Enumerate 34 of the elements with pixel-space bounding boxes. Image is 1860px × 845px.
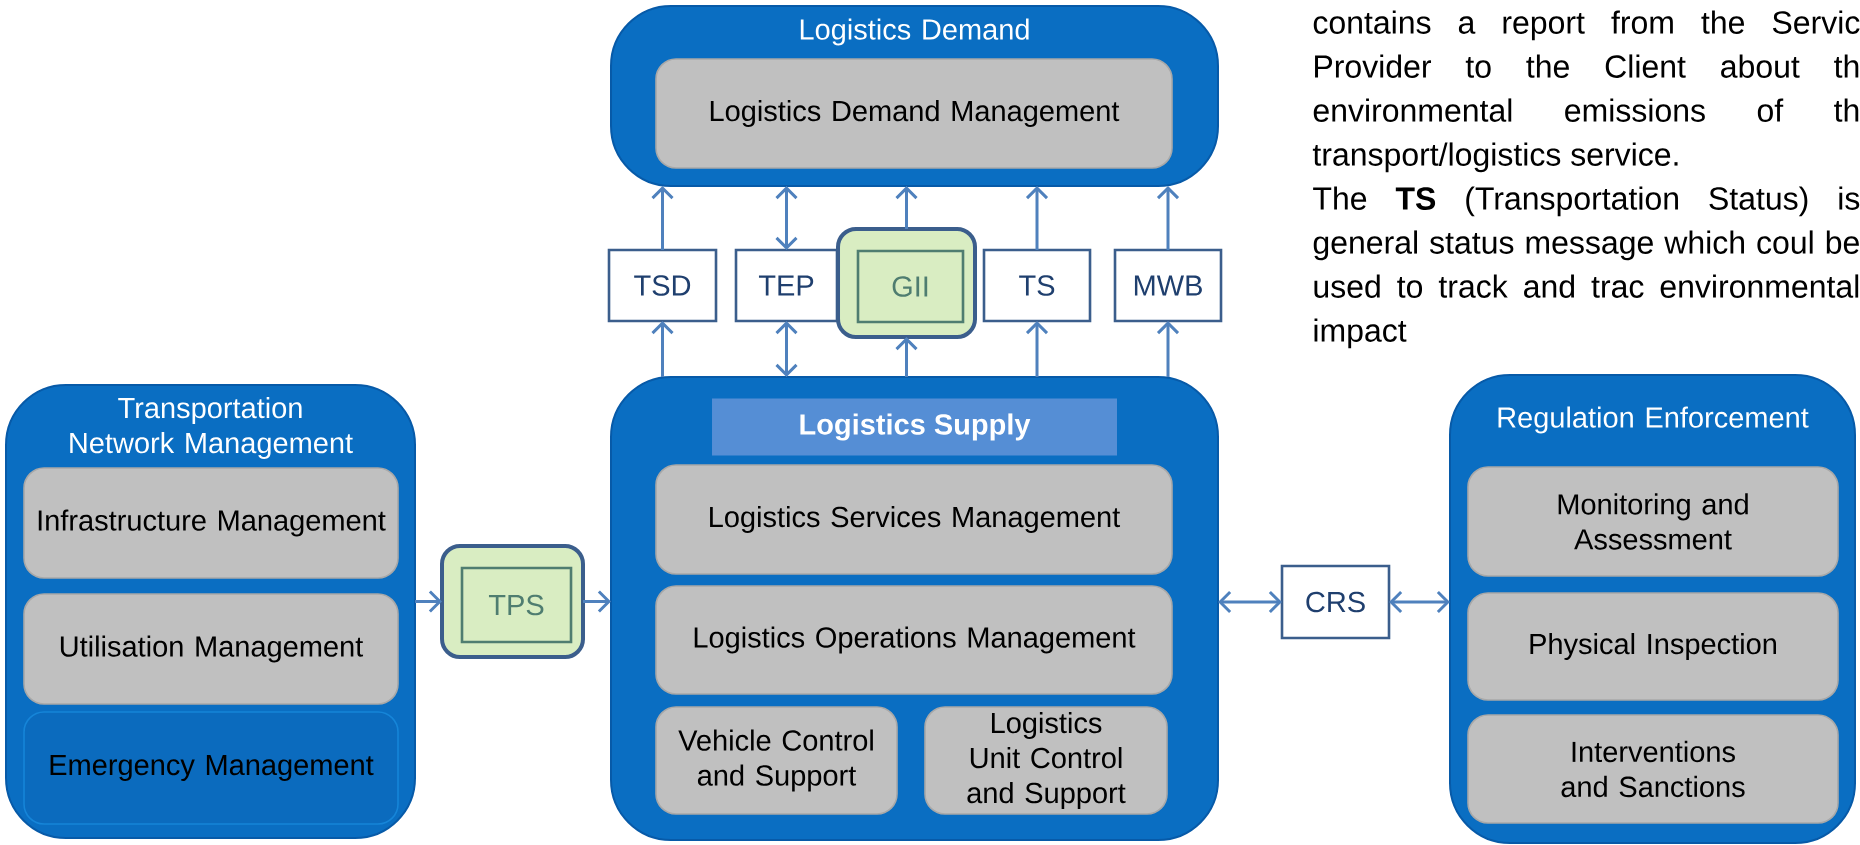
arrow [1218, 590, 1282, 614]
process-box: Physical Inspection [1467, 592, 1839, 701]
note-text: contains a report from the Servic Provider to the Client about th environmental emissions of th transport/logistics service. [1312, 10, 1860, 173]
arrow [651, 321, 674, 377]
arrow [1156, 321, 1180, 377]
arrow [775, 186, 798, 250]
arrow [651, 186, 674, 250]
highlighted-message-box: GII [836, 227, 977, 339]
message-box: MWB [1113, 248, 1223, 323]
message-box: TS [982, 248, 1092, 323]
arrow [775, 321, 798, 377]
process-box: Logistics Demand Management [655, 58, 1173, 169]
process-box: Monitoring and Assessment [1467, 466, 1839, 577]
arrow [895, 186, 918, 229]
message-box: TEP [734, 248, 839, 323]
arrow [1156, 186, 1180, 250]
arrow [1025, 186, 1049, 250]
arrow [583, 590, 611, 613]
arrow [1389, 590, 1450, 614]
process-box: Infrastructure Management [23, 467, 399, 579]
process-box: Logistics Operations Management [655, 585, 1173, 695]
process-box: Interventions and Sanctions [1467, 714, 1839, 824]
highlighted-message-box: TPS [440, 544, 585, 659]
process-box: Logistics Services Management [655, 464, 1173, 575]
process-box: Logistics Unit Control and Support [924, 706, 1168, 815]
arrow [1025, 321, 1049, 377]
message-box: TSD [607, 248, 718, 323]
process-box: Utilisation Management [23, 593, 399, 705]
arrow [415, 590, 442, 613]
process-box: Emergency Management [23, 711, 399, 825]
note-text: The TS (Transportation Status) is general status message which coul be used to track and trac environmental impact [1313, 186, 1860, 349]
message-box: CRS [1280, 564, 1391, 640]
arrow [895, 337, 918, 377]
process-box: Vehicle Control and Support [655, 706, 898, 815]
